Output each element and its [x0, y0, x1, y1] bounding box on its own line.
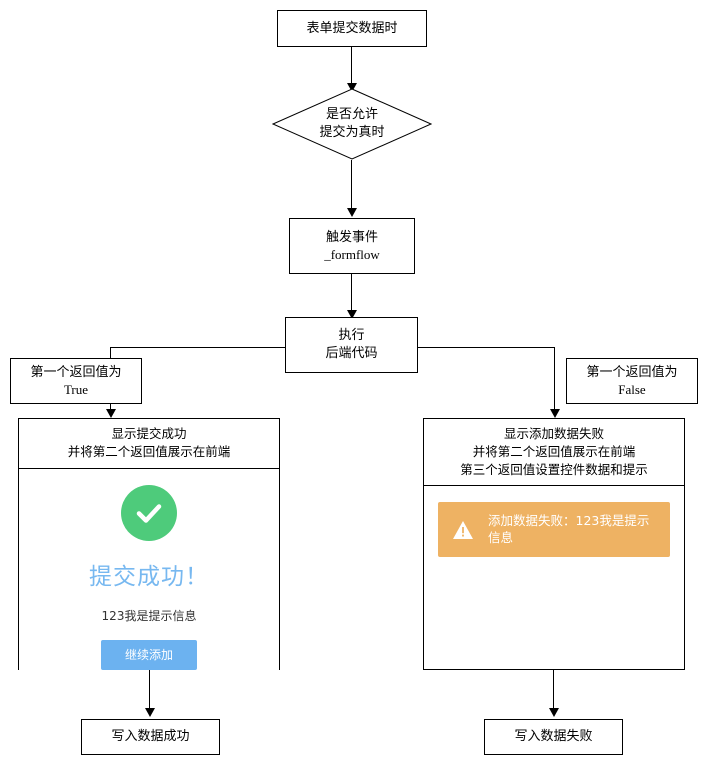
continue-add-button[interactable]: 继续添加 [100, 639, 197, 670]
error-alert-banner: 添加数据失败：123我是提示信息 [438, 502, 670, 557]
node-decision: 是否允许 提交为真时 [272, 88, 432, 160]
connector-start-to-decision [351, 47, 352, 85]
node-trigger-event: 触发事件 _formflow [289, 218, 415, 274]
warning-triangle-icon [453, 520, 473, 539]
diamond-shape [272, 88, 432, 160]
node-outcome-failure-label: 写入数据失败 [514, 729, 593, 745]
connector-branch-right [418, 347, 555, 348]
label-branch-false: 第一个返回值为 False [566, 358, 698, 404]
arrowhead-trigger [347, 208, 357, 217]
success-message: 123我是提示信息 [101, 608, 197, 623]
node-form-submit: 表单提交数据时 [277, 10, 427, 47]
node-form-submit-label: 表单提交数据时 [306, 20, 398, 36]
node-decision-label: 是否允许 提交为真时 [319, 107, 385, 140]
check-circle-icon [121, 484, 177, 541]
connector-success-to-outcome [149, 670, 150, 712]
label-branch-false-text: 第一个返回值为 False [586, 364, 678, 397]
success-title: 提交成功！ [89, 563, 209, 590]
node-outcome-success-label: 写入数据成功 [111, 729, 190, 745]
node-outcome-success: 写入数据成功 [81, 719, 220, 755]
panel-success-body: 提交成功！ 123我是提示信息 继续添加 [19, 468, 279, 670]
connector-branch-right-down [554, 347, 555, 414]
connector-trigger-to-execute [351, 274, 352, 314]
arrowhead-error-panel [550, 409, 560, 418]
connector-decision-to-trigger [351, 160, 352, 210]
arrowhead-execute [347, 310, 357, 319]
connector-error-to-outcome [553, 670, 554, 712]
label-branch-true-text: 第一个返回值为 True [30, 364, 122, 397]
panel-error: 显示添加数据失败 并将第二个返回值展示在前端 第三个返回值设置控件数据和提示 添… [423, 418, 685, 670]
node-execute-backend: 执行 后端代码 [285, 317, 418, 373]
label-branch-true: 第一个返回值为 True [10, 358, 142, 404]
panel-success: 显示提交成功 并将第二个返回值展示在前端 提交成功！ 123我是提示信息 继续添… [18, 418, 280, 670]
node-execute-backend-label: 执行 后端代码 [325, 328, 378, 361]
connector-branch-left [110, 347, 286, 348]
arrowhead-outcome-error [549, 708, 559, 717]
arrowhead-decision [347, 83, 357, 92]
node-trigger-event-label: 触发事件 _formflow [324, 229, 380, 262]
node-outcome-failure: 写入数据失败 [484, 719, 623, 755]
error-alert-text: 添加数据失败：123我是提示信息 [488, 513, 650, 545]
panel-success-header: 显示提交成功 并将第二个返回值展示在前端 [19, 419, 279, 469]
arrowhead-success-panel [106, 409, 116, 418]
panel-error-header: 显示添加数据失败 并将第二个返回值展示在前端 第三个返回值设置控件数据和提示 [424, 419, 684, 487]
panel-error-body: 添加数据失败：123我是提示信息 [424, 486, 684, 557]
arrowhead-outcome-success [145, 708, 155, 717]
